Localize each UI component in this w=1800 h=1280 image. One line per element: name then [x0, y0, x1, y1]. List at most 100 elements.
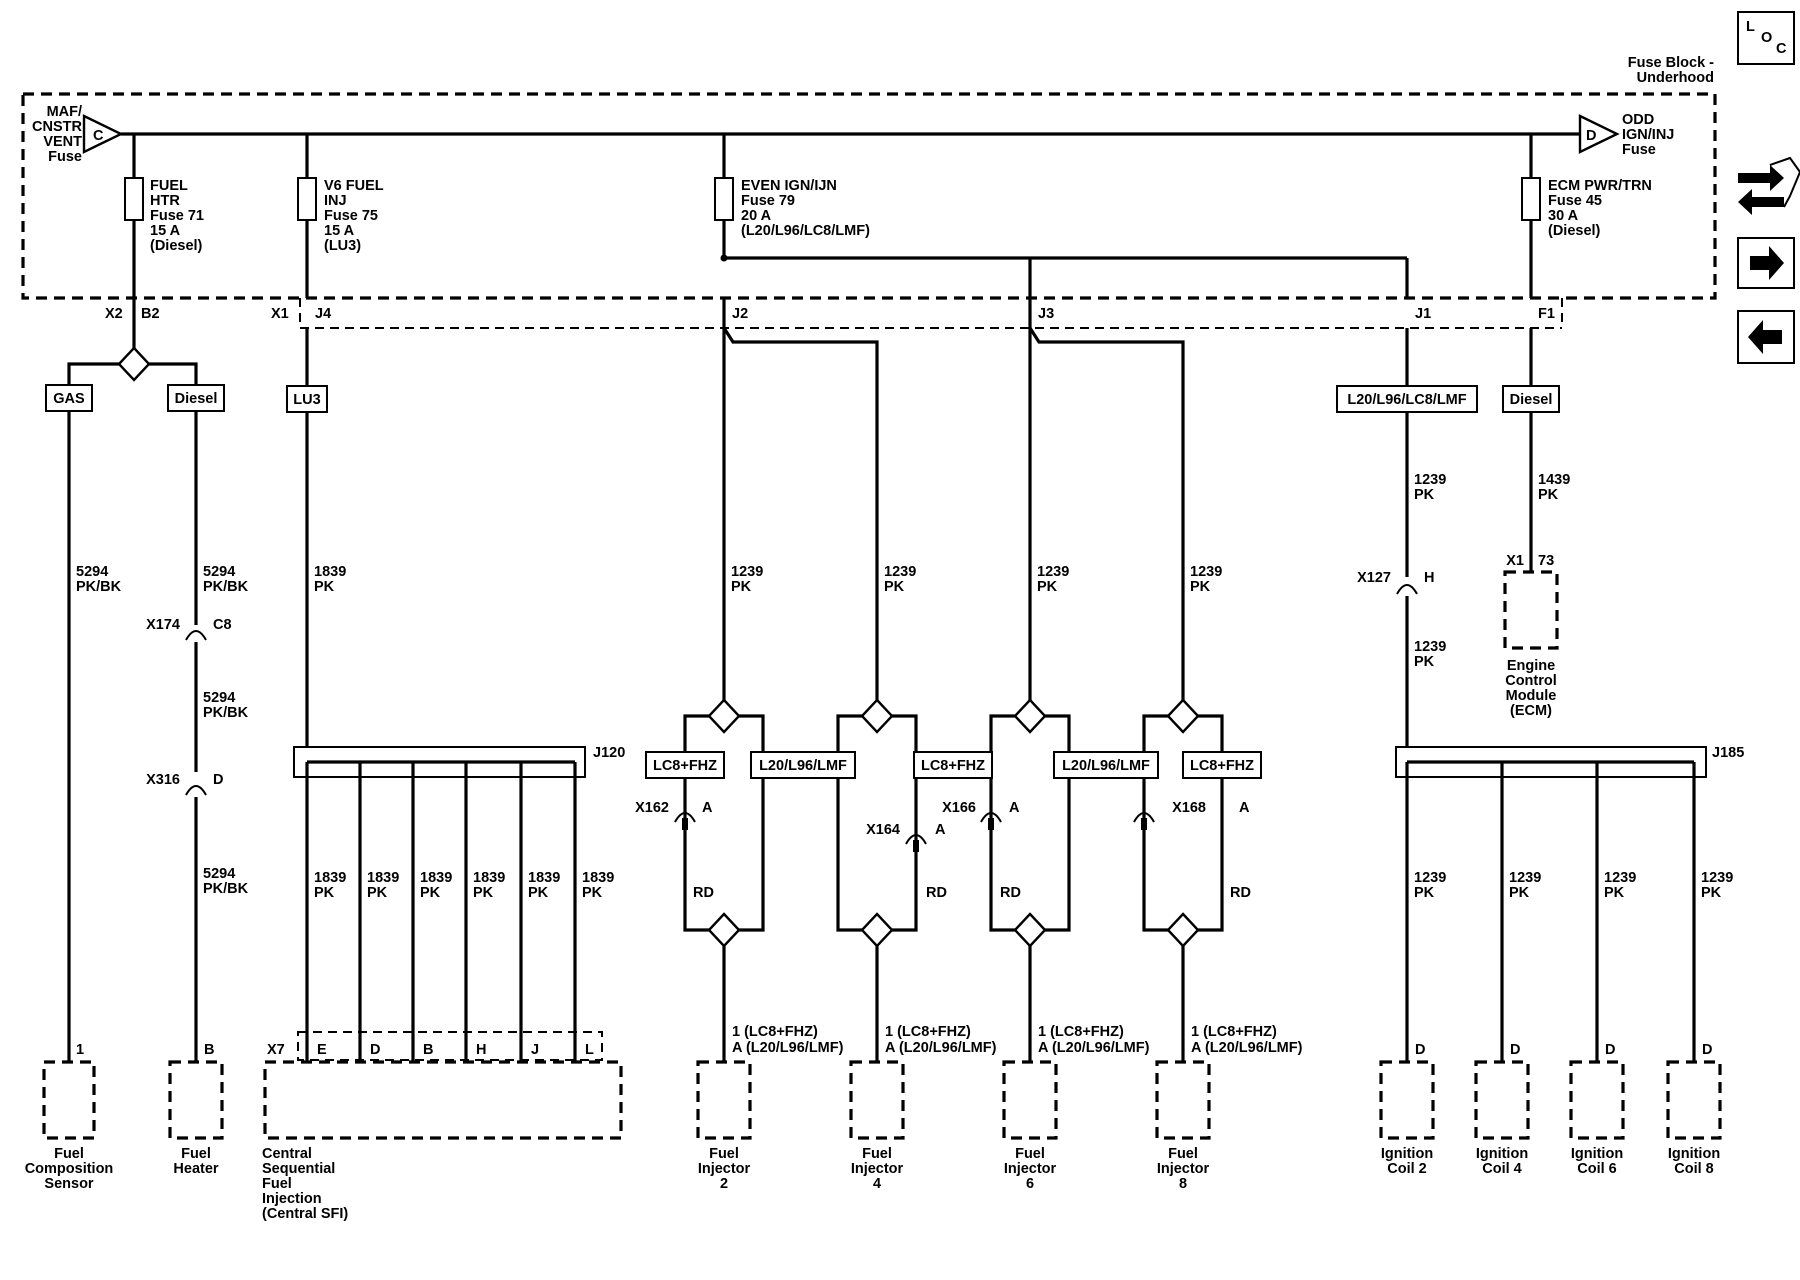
wire-label: 1239 [731, 564, 763, 580]
splice-label: J120 [593, 745, 625, 761]
component-name: Ignition [1381, 1146, 1433, 1162]
component-name: Coil 4 [1482, 1161, 1521, 1177]
wire-label: 1439 [1538, 472, 1570, 488]
loc-button[interactable]: L O C [1737, 11, 1795, 65]
wire-label: RD [1230, 885, 1251, 901]
svg-text:INJ: INJ [324, 193, 347, 209]
engine-control-module [1503, 570, 1559, 650]
option-lu3-label: LU3 [293, 392, 320, 408]
conn-label: A [1009, 800, 1020, 816]
component-name: Sequential [262, 1161, 335, 1177]
fuel-injector [849, 1060, 905, 1140]
conn-label: X127 [1357, 570, 1391, 586]
component-name: Fuel [709, 1146, 739, 1162]
wire-label: PK [1190, 579, 1211, 595]
wire-label: PK/BK [203, 705, 249, 721]
component-name: Central [262, 1146, 312, 1162]
conn-x1: X1 [271, 306, 289, 322]
pin-label: D [370, 1042, 380, 1058]
component-name: Injector [1157, 1161, 1210, 1177]
ignition-coil [1379, 1060, 1435, 1140]
wire-label: PK [1414, 654, 1435, 670]
pin-label: A (L20/L96/LMF) [1191, 1040, 1303, 1056]
svg-text:(Diesel): (Diesel) [150, 238, 203, 254]
component-name: Fuel [1015, 1146, 1045, 1162]
wire [1142, 714, 1168, 932]
svg-text:(L20/L96/LC8/LMF): (L20/L96/LC8/LMF) [741, 223, 870, 239]
left-bus-label: VENT [43, 134, 82, 150]
loc-letter: L [1746, 19, 1755, 35]
splice-diamond [1013, 912, 1047, 948]
component-name: Injector [851, 1161, 904, 1177]
wire-label: PK [314, 579, 335, 595]
wire-label: 1839 [473, 870, 505, 886]
ignition-coil [1569, 1060, 1625, 1140]
option-lu3 [286, 385, 328, 413]
arrow-left-button[interactable] [1737, 310, 1795, 364]
component-name: (ECM) [1510, 703, 1552, 719]
splice-diamond [1013, 698, 1047, 734]
component-name: Fuel [1168, 1146, 1198, 1162]
arrow-right-button[interactable] [1737, 237, 1795, 289]
wire-label: 5294 [76, 564, 108, 580]
pin-label: D [1510, 1042, 1520, 1058]
loc-letter: C [1776, 41, 1787, 57]
conn-label: A [1239, 800, 1250, 816]
pin-label: E [317, 1042, 327, 1058]
wire [149, 362, 198, 385]
connector-swap-icon[interactable] [1738, 156, 1800, 215]
wire-label: 5294 [203, 690, 235, 706]
pin-label: B [423, 1042, 433, 1058]
wire-label: RD [926, 885, 947, 901]
pin-label: A (L20/L96/LMF) [1038, 1040, 1150, 1056]
splice-diamond [117, 346, 151, 382]
svg-text:30 A: 30 A [1548, 208, 1579, 224]
pin-label: 1 (LC8+FHZ) [732, 1024, 818, 1040]
splice-diamond [707, 698, 741, 734]
wire-label: PK [420, 885, 441, 901]
pin-label: B [204, 1042, 214, 1058]
conn-label: 73 [1538, 553, 1554, 569]
component-name: Coil 2 [1387, 1161, 1426, 1177]
wire [1045, 714, 1071, 932]
conn-label: H [1424, 570, 1434, 586]
wire-label: PK [528, 885, 549, 901]
wire-label: 1239 [1190, 564, 1222, 580]
wire-label: PK [731, 579, 752, 595]
wire [1198, 714, 1224, 932]
wire [739, 714, 765, 932]
wire-label: 1839 [420, 870, 452, 886]
component-name: 8 [1179, 1176, 1187, 1192]
svg-text:EVEN IGN/IJN: EVEN IGN/IJN [741, 178, 837, 194]
ignition-coil [1474, 1060, 1530, 1140]
wire-label: PK [1509, 885, 1530, 901]
conn-label: D [213, 772, 223, 788]
component-name: Injector [1004, 1161, 1057, 1177]
conn-j2: J2 [732, 306, 748, 322]
injector-groups: 1 (LC8+FHZ)A (L20/L96/LMF)FuelInjector21… [674, 698, 1303, 1192]
option-label: L20/L96/LMF [1062, 758, 1150, 774]
option-gas [45, 384, 93, 412]
wire-label: PK [582, 885, 603, 901]
conn-label: A [702, 800, 713, 816]
pin-label: A (L20/L96/LMF) [732, 1040, 844, 1056]
pin-label: 1 (LC8+FHZ) [1038, 1024, 1124, 1040]
arrow-right-icon [1750, 246, 1784, 280]
option-label: LC8+FHZ [1190, 758, 1254, 774]
conn-j3: J3 [1038, 306, 1054, 322]
wire [722, 327, 879, 700]
pin-label: 1 (LC8+FHZ) [885, 1024, 971, 1040]
svg-text:ECM PWR/TRN: ECM PWR/TRN [1548, 178, 1652, 194]
wire-label: 1239 [1701, 870, 1733, 886]
option-diesel-right [1502, 385, 1560, 413]
component-name: Fuel [262, 1176, 292, 1192]
left-bus-label: MAF/ [47, 104, 82, 120]
wire-label: 1839 [314, 870, 346, 886]
option-diesel-left-label: Diesel [175, 391, 218, 407]
wire-label: PK [1701, 885, 1722, 901]
svg-text:15 A: 15 A [150, 223, 181, 239]
